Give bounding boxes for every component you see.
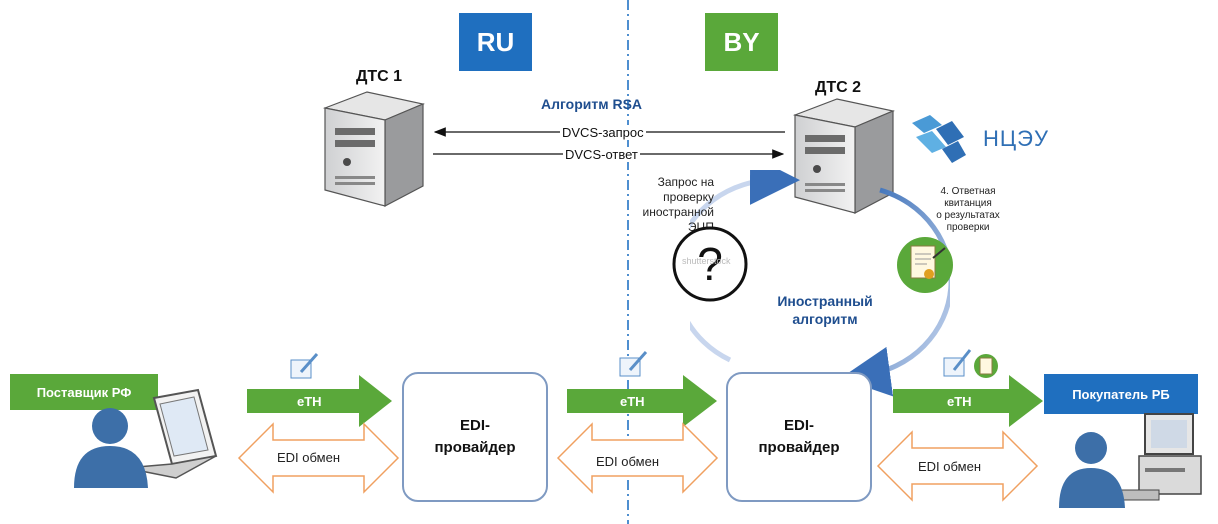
foreign-algorithm-label: Иностранный алгоритм <box>777 293 873 327</box>
supplier-label: Поставщик РФ <box>10 374 158 410</box>
supplier-user-icon <box>74 388 218 488</box>
dvcs-response-label: DVCS-ответ <box>563 147 640 162</box>
buyer-label: Покупатель РБ <box>1044 374 1198 414</box>
ru-badge: RU <box>459 13 532 71</box>
eth-label: eTH <box>947 394 972 409</box>
server-icon <box>792 98 895 214</box>
certificate-icon <box>897 237 953 293</box>
eth-label: eTH <box>620 394 645 409</box>
border-divider-line <box>627 0 629 524</box>
svg-text:?: ? <box>697 238 723 290</box>
buyer-user-icon <box>1059 413 1202 508</box>
by-badge: BY <box>705 13 778 71</box>
process-circle <box>690 170 950 397</box>
edi-exchange-label: EDI обмен <box>918 459 982 474</box>
response-receipt-label: 4. Ответная квитанция о результатах пров… <box>936 186 1000 233</box>
eth-arrow <box>567 375 717 427</box>
eth-arrow <box>893 375 1043 427</box>
edi-exchange-arrow <box>556 422 719 494</box>
dts2-label: ДТС 2 <box>815 79 862 96</box>
edi-provider-box: EDI- провайдер <box>402 372 548 502</box>
watermark-text: shutterstock <box>682 256 731 266</box>
dvcs-request-label: DVCS-запрос <box>560 125 646 140</box>
dts1-label: ДТС 1 <box>356 68 403 85</box>
edi-exchange-label: EDI обмен <box>277 450 341 465</box>
eth-label: eTH <box>297 394 322 409</box>
server-icon <box>322 91 425 207</box>
question-mark-icon: ? <box>672 226 748 302</box>
document-signing-icon <box>943 349 998 378</box>
algorithm-rsa-label: Алгоритм RSA <box>541 96 643 112</box>
nceu-logo-icon <box>912 115 966 163</box>
edi-exchange-arrow <box>876 430 1039 502</box>
document-signing-icon <box>290 353 319 379</box>
document-signing-icon <box>619 351 648 377</box>
nceu-logo-text: НЦЭУ <box>983 126 1049 151</box>
edi-exchange-label: EDI обмен <box>596 454 660 469</box>
edi-provider-box: EDI- провайдер <box>726 372 872 502</box>
edi-exchange-arrow <box>237 422 400 494</box>
eth-arrow <box>247 375 392 427</box>
